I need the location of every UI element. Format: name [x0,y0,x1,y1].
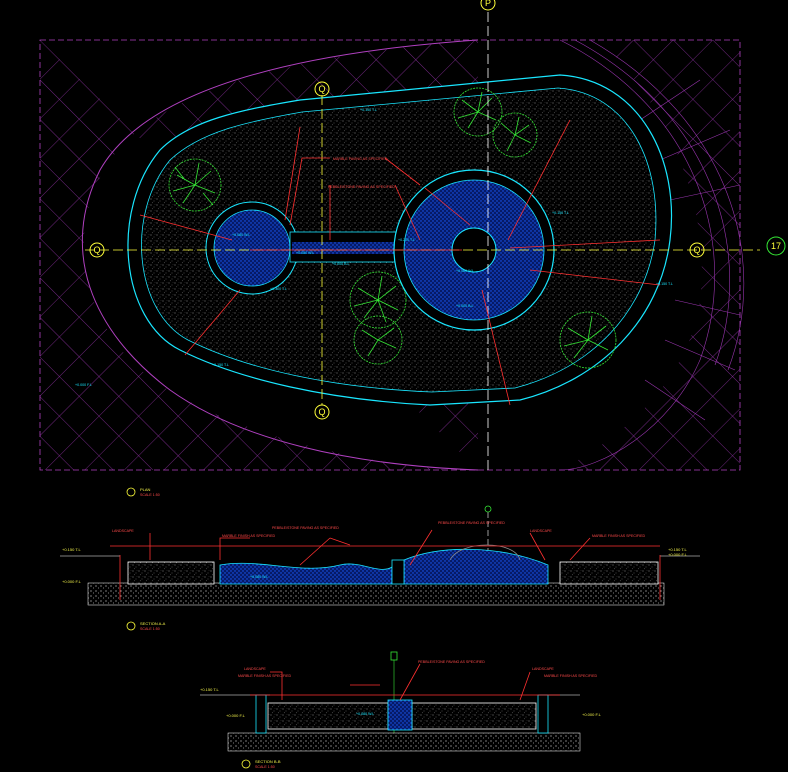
section-label: MARBLE FINISH AS SPECIFIED [222,534,276,538]
plan-title-text: PLAN [140,487,151,492]
ground-layer [87,582,665,606]
level-label: +0.300 T.L [270,287,287,291]
section-marker [390,651,398,661]
wall-right [537,694,549,734]
water-level-label: +0.080 W.L [250,575,268,579]
planter-box [267,702,389,730]
water-basin [219,562,393,585]
section-label: PEBBLE/STONE PAVING AS SPECIFIED [272,526,339,530]
tree-icon [349,271,407,329]
planter-box [127,561,215,585]
water-level-label: +0.080 W.L [456,269,474,273]
hatch-right [560,40,740,470]
grid-label: Q [93,245,100,255]
tree-icon [492,112,538,158]
planter-box [559,561,659,585]
level-label: +0.150 T.L [552,211,569,215]
paving-note: MARBLE PAVING AS SPECIFIED [333,157,388,161]
planter-box [411,702,537,730]
section-marker [484,505,492,513]
section-label: PEBBLE/STONE PAVING AS SPECIFIED [438,521,505,525]
level-label: +0.150 T.L [62,547,81,552]
level-label: +0.000 F.L [226,713,246,718]
level-label: +0.150 T.L [656,282,673,286]
section-a-scale: SCALE 1:50 [140,627,160,631]
grid-label: Q [318,407,325,417]
water-channel [387,699,413,731]
pebble-note: PEBBLE/STONE PAVING AS SPECIFIED [328,185,395,189]
bridge-water [292,242,408,254]
grid-marker-top: P [480,0,496,11]
leader-lines [110,529,661,600]
grid-label: Q [693,245,700,255]
section-b-scale: SCALE 1:50 [255,765,275,769]
tree-icon [168,158,222,212]
section-b: LANDSCAPE MARBLE FINISH AS SPECIFIED PEB… [200,651,602,769]
small-pond-water [213,209,291,287]
tree-icon [353,315,403,365]
section-a-title-text: SECTION A-A [140,621,166,626]
section-label: LANDSCAPE [532,667,554,671]
section-a: LANDSCAPE MARBLE FINISH AS SPECIFIED PEB… [60,505,700,631]
water-level-label: +0.080 W.L [296,251,314,255]
wall-left [255,694,267,734]
drive-curve [81,39,479,471]
level-label: +0.000 F.L [668,552,688,557]
plan-scale: SCALE 1:50 [140,493,160,497]
section-label: MARBLE FINISH AS SPECIFIED [238,674,292,678]
water-level-label: +0.080 W.L [356,712,374,716]
section-label: PEBBLE/STONE PAVING AS SPECIFIED [418,660,485,664]
level-label: +0.000 F.L [75,383,92,387]
tree-icon [559,311,617,369]
water-basin [403,548,549,585]
ground-layer [227,732,581,752]
trees [168,87,617,369]
grid-marker-left: Q [89,242,105,258]
plan-view: P 17 Q Q Q Q +0.150 T.L MARBLE PAVING AS… [39,0,786,497]
fountain-dome [449,544,521,561]
grid-marker-lower: Q [314,404,330,420]
section-a-title: SECTION A-A SCALE 1:50 [126,621,166,631]
grid-marker-east: Q [689,242,705,258]
level-label: +0.150 T.L [200,687,219,692]
leader-lines [250,663,560,701]
level-label: +0.200 T.L [398,238,415,242]
stair-arcs [559,39,745,471]
section-label: LANDSCAPE [112,529,134,533]
tree-icon [453,87,503,137]
level-label: +0.000 F.L [582,712,602,717]
level-label: +0.150 T.L [212,363,229,367]
section-label: LANDSCAPE [244,667,266,671]
grid-label: 17 [771,241,781,251]
grid-label: P [485,0,491,8]
water-level-label: +0.080 W.L [232,233,250,237]
grid-marker-upper: Q [314,81,330,97]
level-label: +0.000 B.L [332,262,350,266]
section-b-title: SECTION B-B SCALE 1:50 [241,759,281,769]
plan-title: PLAN SCALE 1:50 [126,487,160,497]
grid-marker-right: 17 [766,236,786,256]
level-label: +0.000 B.L [456,304,474,308]
level-label: +0.150 T.L [360,108,377,112]
level-label: +0.000 F.L [62,579,82,584]
section-label: MARBLE FINISH AS SPECIFIED [592,534,646,538]
section-b-title-text: SECTION B-B [255,759,281,764]
level-label: +0.150 T.L [668,547,687,552]
leader-lines [139,119,661,406]
section-label: LANDSCAPE [530,529,552,533]
divider-wall [391,559,405,585]
section-label: MARBLE FINISH AS SPECIFIED [544,674,598,678]
grid-label: Q [318,84,325,94]
